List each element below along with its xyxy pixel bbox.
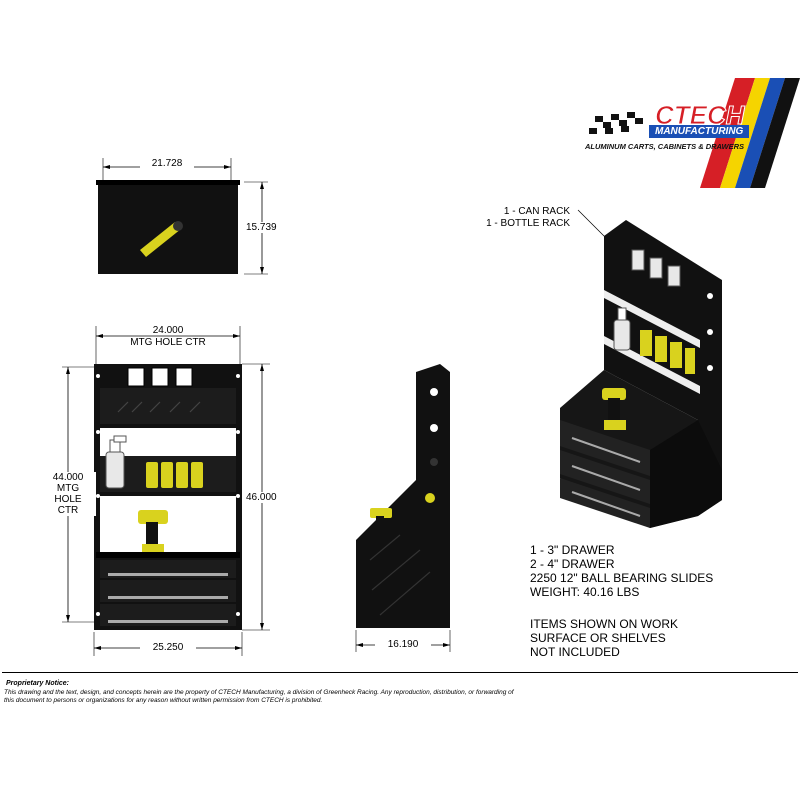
- spec-line-4: WEIGHT: 40.16 LBS: [530, 585, 640, 599]
- spec-line-1: 1 - 3" DRAWER: [530, 543, 615, 557]
- iso-callout-line-1: 1 - CAN RACK: [503, 206, 570, 217]
- iso-callout-line-2: 1 - BOTTLE RACK: [486, 218, 570, 229]
- front-mtg-height-line-4: CTR: [57, 505, 79, 516]
- front-mtg-width-value: 24.000: [152, 325, 184, 336]
- ctech-logo: CTECH MANUFACTURING ALUMINUM CARTS, CABI…: [585, 78, 800, 188]
- logo-sub: MANUFACTURING: [649, 125, 750, 138]
- front-mtg-width-label: MTG HOLE CTR: [130, 337, 206, 348]
- spec-block: 1 - 3" DRAWER 2 - 4" DRAWER 2250 12" BAL…: [530, 543, 713, 599]
- spec-note-line-2: SURFACE OR SHELVES: [530, 631, 666, 645]
- front-mtg-height-line-1: 44.000: [52, 472, 84, 483]
- top-width-dim: 21.728: [140, 158, 194, 169]
- logo-tagline: ALUMINUM CARTS, CABINETS & DRAWERS: [585, 142, 745, 151]
- notice-title: Proprietary Notice:: [6, 680, 70, 687]
- front-mtg-height-line-2: MTG: [56, 483, 80, 494]
- side-depth-dim: 16.190: [375, 639, 431, 650]
- front-bottom-width-dim: 25.250: [140, 642, 196, 653]
- front-height-dim: 46.000: [244, 492, 279, 503]
- spec-line-3: 2250 12" BALL BEARING SLIDES: [530, 571, 714, 585]
- front-mtg-height-line-3: HOLE: [54, 494, 82, 505]
- notice-body: This drawing and the text, design, and c…: [4, 689, 514, 704]
- iso-callout: 1 - CAN RACK 1 - BOTTLE RACK: [480, 206, 570, 230]
- front-mtg-height-label: 44.000 MTG HOLE CTR: [40, 472, 96, 516]
- spec-note-line-3: NOT INCLUDED: [530, 645, 620, 659]
- notice-divider: [2, 672, 798, 673]
- top-depth-dim: 15.739: [244, 222, 279, 233]
- spec-note: ITEMS SHOWN ON WORK SURFACE OR SHELVES N…: [530, 617, 678, 659]
- spec-line-2: 2 - 4" DRAWER: [530, 557, 615, 571]
- spec-note-line-1: ITEMS SHOWN ON WORK: [530, 617, 678, 631]
